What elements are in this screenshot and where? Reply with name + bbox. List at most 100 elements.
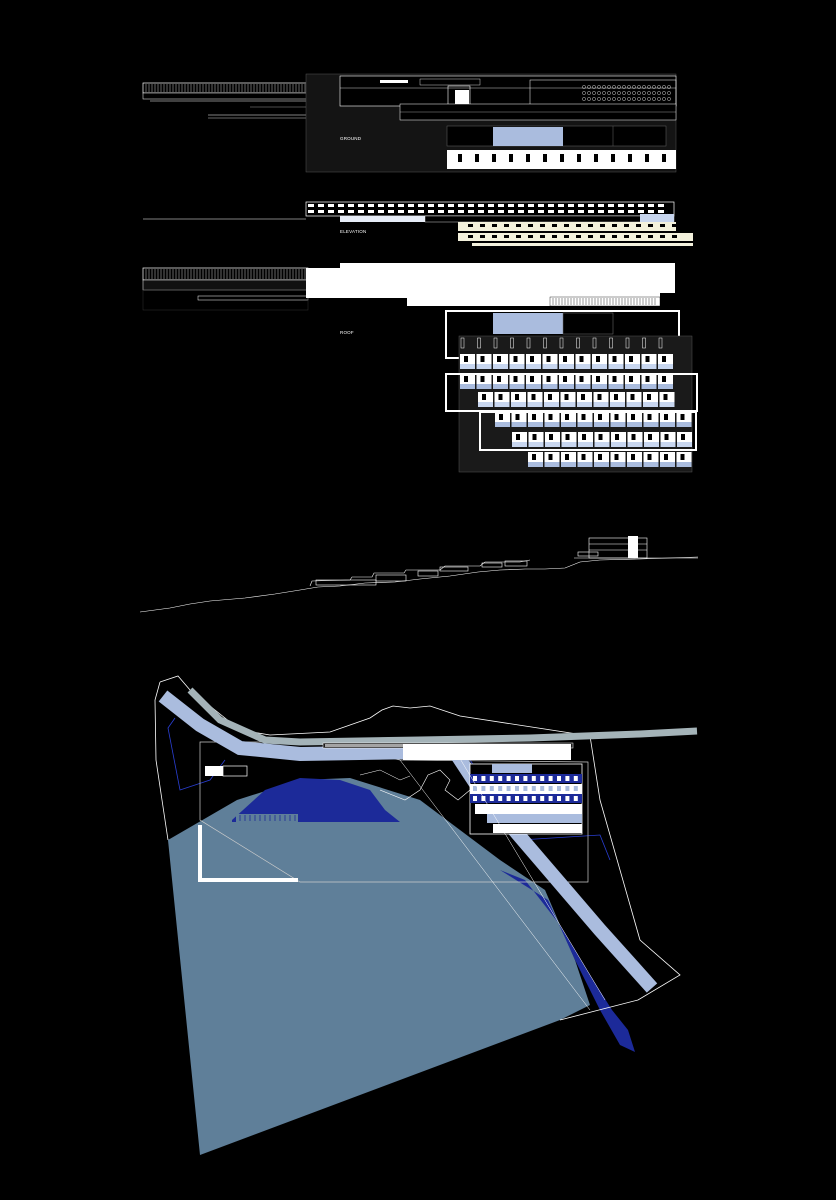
site-room-unit [557,786,561,791]
ground-dot [622,85,626,89]
ground-dot [652,91,656,95]
ground-dot [582,85,586,89]
room-balcony [577,422,593,427]
ground-window [475,154,479,162]
ground-dot [592,85,596,89]
elevation-window [660,235,665,238]
elevation-window [564,235,569,238]
room-balcony [578,442,593,447]
room-window [645,356,650,362]
room-balcony [527,402,543,407]
room-balcony [476,384,492,389]
site-room-unit [565,786,570,791]
elevation-pane [538,210,544,213]
ground-window [645,154,649,162]
ground-dot [597,97,601,101]
room-balcony [493,384,508,389]
ground-dot [617,85,621,89]
elevation-pane [338,204,344,207]
ground-dot [622,97,626,101]
room-balcony [625,364,640,369]
elevation-window [480,224,485,227]
ground-dot [632,97,636,101]
ground-dot [667,91,671,95]
elevation-pane [648,204,654,207]
elevation-pane [468,204,474,207]
ground-dot [617,91,621,95]
ground-window [594,154,598,162]
room-window [548,394,552,400]
room-balcony [627,462,642,467]
room-balcony [478,402,493,407]
room-window [516,434,520,440]
room-window [647,394,651,400]
room-balcony [608,384,624,389]
site-room-unit [473,786,477,791]
site-room-unit [523,776,528,781]
elevation-pane [538,204,544,207]
ground-dot [582,97,586,101]
room-balcony [511,422,527,427]
room-balcony [512,442,527,447]
room-balcony [660,442,676,447]
elevation-pane [568,204,574,207]
site-room-unit [557,796,561,801]
site-room-unit [565,776,570,781]
room-balcony [460,384,475,389]
ground-window [543,154,547,162]
elevation-pane [458,210,464,213]
room-door [543,337,547,349]
room-door [477,337,481,349]
room-window [648,434,652,440]
elevation-pane [628,210,634,213]
ground-dot [637,85,641,89]
elevation-window [516,224,521,227]
room-balcony [575,384,591,389]
elevation-window [528,224,533,227]
ground-dot [662,97,666,101]
ground-window [577,154,581,162]
elevation-pane [518,204,524,207]
elevation-pane [308,204,314,207]
elevation-pane [378,204,384,207]
room-window [629,376,633,382]
room-balcony [560,402,576,407]
ground-dot [612,97,616,101]
elevation-pane [438,210,444,213]
elevation-window [576,235,581,238]
room-balcony [528,422,543,427]
room-window [531,394,536,400]
room-balcony [659,402,675,407]
elevation-window [468,224,473,227]
room-balcony [658,364,673,369]
elevation-pane [638,204,644,207]
elevation-pane [608,204,614,207]
elevation-pane [398,210,404,213]
ground-window [492,154,496,162]
room-window [680,414,685,420]
room-balcony [494,402,510,407]
room-balcony [593,402,609,407]
elevation-pane [498,204,504,207]
site-room-unit [481,786,486,791]
room-balcony [660,462,675,467]
room-door [625,337,630,349]
room-window [530,356,534,362]
room-window [615,434,619,440]
elevation-window [636,224,641,227]
elevation-pane [428,204,434,207]
site-room-unit [498,786,503,791]
room-window [581,394,585,400]
room-balcony [495,422,510,427]
ground-dot [617,97,621,101]
elevation-pane [478,210,484,213]
elevation-pane [598,204,604,207]
room-balcony [575,364,591,369]
room-door [493,337,498,349]
elevation-window [540,235,545,238]
ground-dot [602,97,606,101]
grey-road [187,687,698,746]
elevation-pane [358,210,364,213]
elevation-window [612,235,617,238]
